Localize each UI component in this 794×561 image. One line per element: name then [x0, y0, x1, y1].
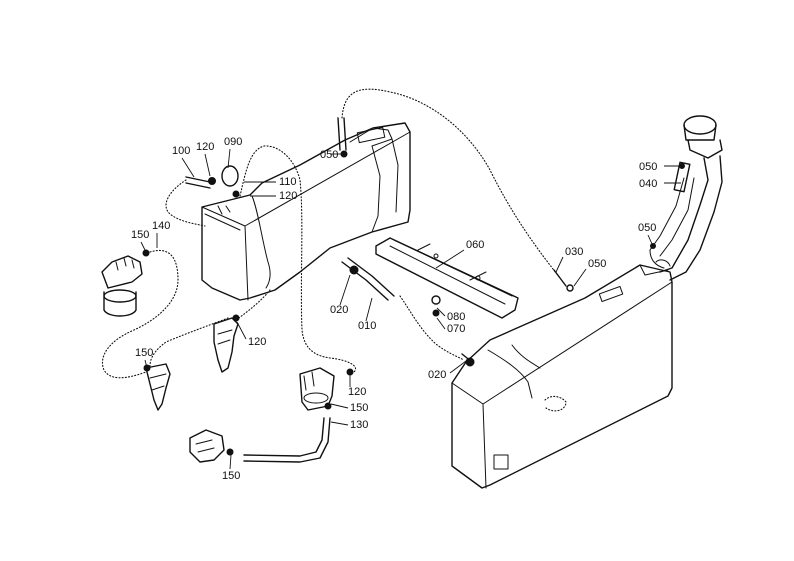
callout-020: 020	[330, 304, 348, 316]
callout-060: 060	[466, 239, 484, 251]
callout-leaders	[140, 148, 681, 470]
callout-120: 120	[348, 386, 366, 398]
fuel-filter	[101, 249, 150, 317]
leader-line	[204, 153, 211, 177]
left-fuel-tank	[201, 122, 411, 301]
callout-030: 030	[565, 246, 583, 258]
callout-120: 120	[279, 190, 297, 202]
callout-040: 040	[639, 178, 657, 190]
leader-line	[144, 359, 148, 369]
leader-line	[436, 317, 446, 330]
callout-labels: 100 120 090 110 120 050 150 140 060 030 …	[131, 136, 657, 482]
callout-120: 120	[196, 141, 214, 153]
callout-050: 050	[639, 161, 657, 173]
callout-100: 100	[172, 145, 190, 157]
leader-line	[555, 256, 564, 273]
callout-150: 150	[222, 470, 240, 482]
leader-line	[435, 249, 465, 269]
callout-010: 010	[358, 320, 376, 332]
callout-050: 050	[638, 222, 656, 234]
feed-pump	[299, 367, 354, 411]
leader-line	[227, 148, 231, 169]
return-hoses	[102, 88, 561, 379]
callout-050: 050	[588, 258, 606, 270]
callout-150: 150	[350, 402, 368, 414]
leader-line	[181, 157, 195, 178]
leader-line	[229, 454, 232, 470]
leader-line	[236, 321, 247, 340]
filler-neck	[649, 115, 723, 281]
callout-020: 020	[428, 369, 446, 381]
callout-050: 050	[320, 149, 338, 161]
priming-pump	[189, 429, 234, 463]
callout-070: 070	[447, 323, 465, 335]
callout-140: 140	[152, 220, 170, 232]
leader-line	[330, 421, 349, 426]
leader-line	[573, 268, 587, 287]
leader-line	[140, 241, 148, 255]
callout-080: 080	[447, 311, 465, 323]
callout-150: 150	[135, 347, 153, 359]
leader-line	[339, 274, 351, 306]
right-fuel-tank	[451, 259, 673, 489]
leader-line	[330, 403, 349, 409]
injection-nozzles	[143, 314, 240, 411]
tank-bracket	[375, 237, 519, 319]
leader-line	[647, 234, 653, 245]
leader-line	[365, 297, 373, 322]
callout-130: 130	[350, 419, 368, 431]
leader-line	[449, 360, 467, 374]
callout-150: 150	[131, 229, 149, 241]
leader-line	[436, 307, 446, 317]
callout-120: 120	[248, 336, 266, 348]
fuel-pipes	[185, 117, 574, 463]
callout-090: 090	[224, 136, 242, 148]
callout-110: 110	[279, 176, 297, 188]
